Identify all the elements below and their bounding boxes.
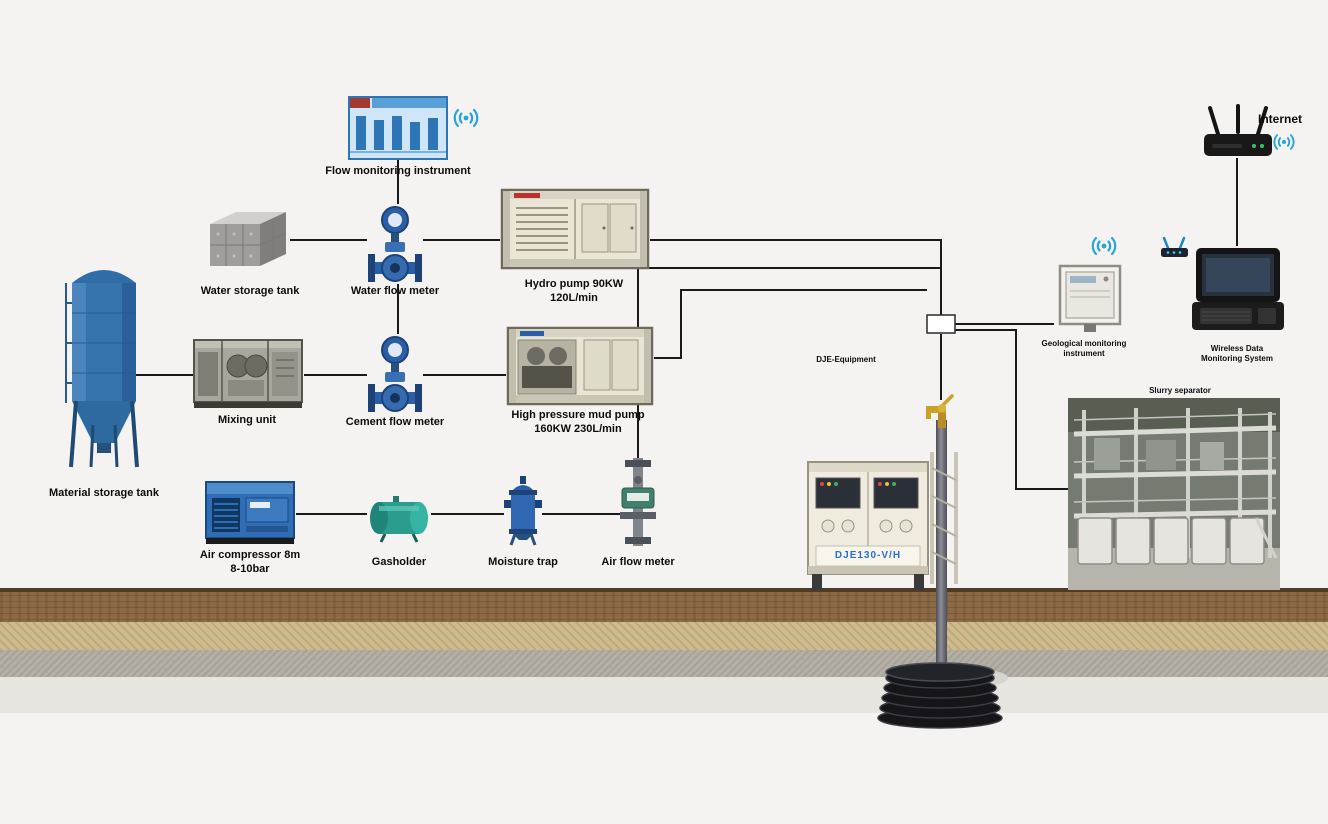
material-storage-tank <box>58 253 150 475</box>
ground-layer-gravel <box>0 650 1328 677</box>
label-air-compressor-line1: Air compressor 8m <box>199 549 301 561</box>
junction-box <box>926 314 956 334</box>
air-flow-meter-icon <box>620 458 656 546</box>
label-water-storage-tank: Water storage tank <box>200 285 300 297</box>
label-moisture-trap: Moisture trap <box>488 556 558 568</box>
label-dje-equipment: DJE-Equipment <box>816 355 876 364</box>
label-hydro-pump-line2: 120L/min <box>550 292 598 304</box>
label-air-flow-meter: Air flow meter <box>601 556 675 568</box>
gasholder-icon <box>370 496 428 543</box>
water-tank-icon <box>210 212 287 266</box>
label-geological-line1: Geological monitoring <box>1041 339 1127 348</box>
air-compressor-icon <box>205 481 295 544</box>
flow-monitoring-instrument <box>348 96 448 160</box>
wifi-signal-icon <box>1091 236 1117 256</box>
rugged-case-icon <box>1192 248 1284 330</box>
label-mixing-unit: Mixing unit <box>217 414 277 426</box>
drill-pipe <box>936 420 947 713</box>
dje-model-text: DJE130-V/H <box>834 550 902 561</box>
label-air-compressor-line2: 8-10bar <box>230 563 270 575</box>
silo-icon <box>65 270 139 468</box>
slurry-separator-photo <box>1068 398 1280 590</box>
monitor-screen-icon <box>348 96 448 160</box>
grout-coil-icon <box>877 662 1008 729</box>
internet-wifi-icon <box>1272 130 1296 154</box>
ground-layer-bedrock <box>0 677 1328 713</box>
ground-layer-sand <box>0 622 1328 650</box>
label-hydro-pump: Hydro pump 90KW 120L/min <box>494 277 654 305</box>
ground-layer-topsoil <box>0 588 1328 626</box>
wifi-signal-icon <box>453 108 479 128</box>
label-wireless-monitoring: Wireless Data Monitoring System <box>1187 344 1287 364</box>
water-flow-meter <box>367 204 423 284</box>
label-mud-pump-line1: High pressure mud pump <box>511 409 645 421</box>
dje-machine-icon <box>807 452 958 590</box>
label-geological-line2: instrument <box>1063 349 1105 358</box>
water-storage-tank <box>206 200 290 272</box>
gasholder <box>367 494 431 544</box>
slurry-separator <box>1068 398 1280 590</box>
label-air-compressor: Air compressor 8m 8-10bar <box>170 548 330 576</box>
moisture-trap <box>504 476 542 546</box>
router-icon <box>1204 104 1272 156</box>
label-mud-pump: High pressure mud pump 160KW 230L/min <box>488 408 668 436</box>
repeater-icon <box>1161 236 1188 257</box>
mixing-unit <box>192 336 304 410</box>
cement-flow-meter <box>367 334 423 414</box>
label-internet: Internet <box>1257 112 1302 126</box>
wireless-data-monitoring-system <box>1192 246 1284 332</box>
label-slurry-separator: Slurry separator <box>1149 386 1211 395</box>
label-wireless-line1: Wireless Data <box>1210 344 1264 353</box>
label-geological-monitoring: Geological monitoring instrument <box>1024 339 1144 359</box>
mud-pump-icon <box>506 326 654 406</box>
flow-meter-icon <box>368 336 422 412</box>
label-water-flow-meter: Water flow meter <box>350 285 440 297</box>
internet-router <box>1202 104 1274 160</box>
hydro-pump <box>500 188 650 270</box>
flow-monitor-wifi-icon <box>452 104 480 132</box>
geological-monitoring-instrument <box>1054 264 1126 332</box>
mixing-unit-icon <box>193 339 303 408</box>
label-cement-flow-meter: Cement flow meter <box>345 416 445 428</box>
air-flow-meter <box>610 458 666 546</box>
moisture-trap-icon <box>504 476 542 546</box>
wifi-signal-icon <box>1273 134 1295 150</box>
dje-machine <box>806 452 970 592</box>
wireless-repeater-icon <box>1158 234 1192 262</box>
high-pressure-mud-pump <box>506 326 654 406</box>
label-flow-monitoring-instrument: Flow monitoring instrument <box>325 165 471 177</box>
geo-instrument-icon <box>1058 264 1122 332</box>
flow-meter-icon <box>368 206 422 282</box>
wellhead-valve <box>922 394 960 428</box>
label-material-storage-tank: Material storage tank <box>48 487 160 499</box>
label-mud-pump-line2: 160KW 230L/min <box>534 423 622 435</box>
air-compressor <box>204 476 296 546</box>
wellhead-valve-icon <box>926 394 954 428</box>
grout-coil <box>876 660 1010 732</box>
hydro-pump-icon <box>500 188 650 270</box>
label-gasholder: Gasholder <box>371 556 427 568</box>
label-hydro-pump-line1: Hydro pump 90KW <box>524 278 624 290</box>
geological-wifi-icon <box>1090 232 1118 260</box>
label-wireless-line2: Monitoring System <box>1200 354 1273 363</box>
